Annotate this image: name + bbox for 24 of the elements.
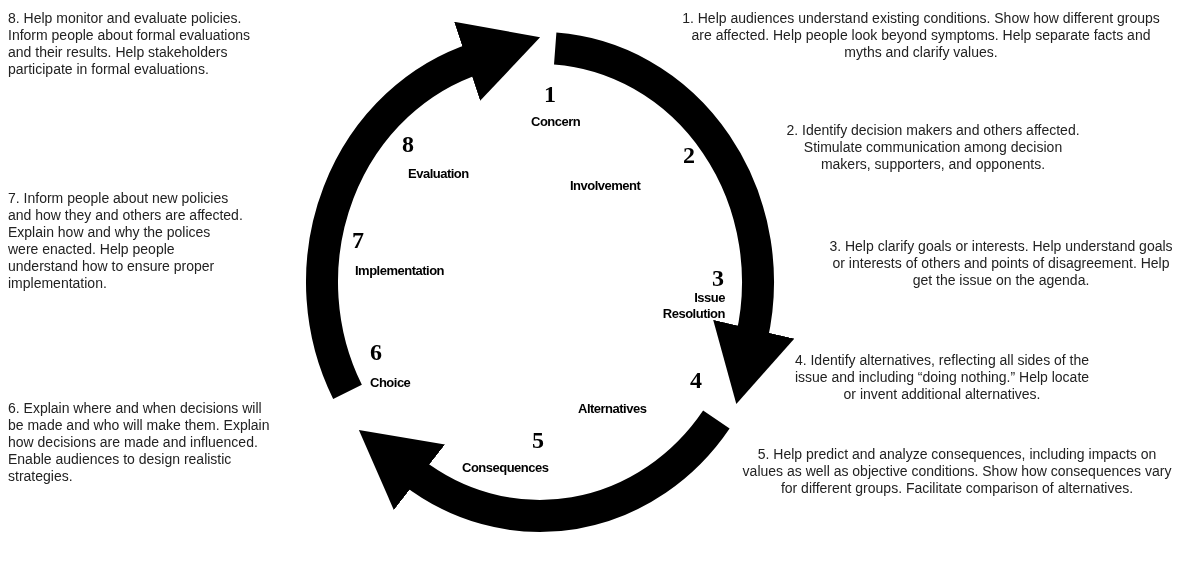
description-text: 4. Identify alternatives, reflecting all sides of the issue and including “doing nothing.” Help locate or invent additional alternatives.	[793, 352, 1091, 403]
stage-name: Choice	[370, 375, 411, 391]
description-text: 7. Inform people about new policies and how they and others are affected. Explain how and why the polices were enacted. Help people understand how to ensure proper implementation.	[8, 190, 244, 292]
description-text: 5. Help predict and analyze consequences, including impacts on values as well as objective conditions. Show how consequences vary for different groups. Facilitate comparison of alternatives.	[741, 446, 1173, 497]
stage-number: 5	[532, 428, 544, 452]
stage-number: 4	[690, 368, 702, 392]
stage-number: 1	[544, 82, 556, 106]
stage-name: Evaluation	[408, 166, 469, 182]
stage-number: 3	[712, 266, 724, 290]
description-text: 8. Help monitor and evaluate policies. Inform people about formal evaluations and their results. Help stakeholders participate in formal evaluations.	[8, 10, 252, 78]
stage-name: Consequences	[462, 460, 549, 476]
description-text: 2. Identify decision makers and others affected. Stimulate communication among decision makers, supporters, and opponents.	[785, 122, 1081, 173]
stage-number: 2	[683, 143, 695, 167]
description-text: 3. Help clarify goals or interests. Help understand goals or interests of others and points of disagreement. Help get the issue on the agenda.	[828, 238, 1174, 289]
stage-number: 6	[370, 340, 382, 364]
stage-name: Involvement	[570, 178, 641, 194]
stage-name: Issue Resolution	[661, 290, 725, 322]
stage-name: Implementation	[355, 263, 445, 279]
description-text: 6. Explain where and when decisions will be made and who will make them. Explain how decisions are made and influenced. Enable audiences to design realistic strategies.	[8, 400, 271, 485]
stage-name: Concern	[531, 114, 581, 130]
stage-number: 7	[352, 228, 364, 252]
stage-number: 8	[402, 132, 414, 156]
stage-name: Alternatives	[578, 401, 647, 417]
description-text: 1. Help audiences understand existing conditions. Show how different groups are affected. Help people look beyond symptoms. Help separate facts and myths and clarify values.	[681, 10, 1161, 61]
